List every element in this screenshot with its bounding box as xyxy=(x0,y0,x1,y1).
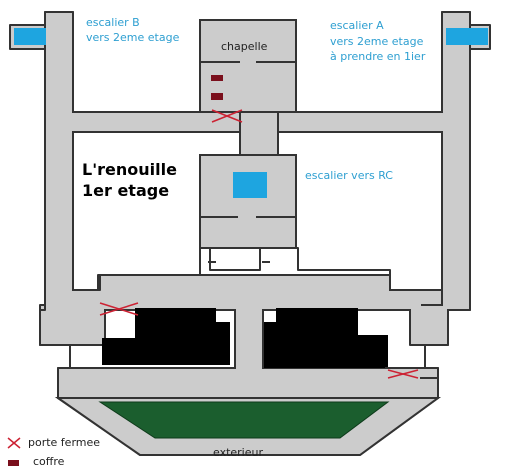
label-chapel: chapelle xyxy=(221,40,268,53)
blocked-right xyxy=(264,308,388,368)
staircase-icon xyxy=(446,28,488,45)
legend-chest: coffre xyxy=(33,455,65,468)
exterior-hall xyxy=(54,397,442,456)
exterior-area xyxy=(98,401,390,439)
label-stair-b-line1: escalier B xyxy=(86,16,140,29)
closed-door-icon xyxy=(211,109,243,123)
closed-door-icon xyxy=(7,437,21,449)
staircase-icon xyxy=(233,172,267,198)
label-stair-rc: escalier vers RC xyxy=(305,169,393,182)
label-stair-a-line3: à prendre en 1ier xyxy=(330,50,426,63)
chest-icon xyxy=(211,75,223,81)
map-title-line1: L'renouille xyxy=(82,160,177,179)
corridor-merge xyxy=(41,13,469,397)
map-title-line2: 1er etage xyxy=(82,181,170,200)
wall-ticks xyxy=(93,261,438,379)
chest-icon xyxy=(8,460,19,466)
chest-icon xyxy=(211,93,223,100)
chapel-room xyxy=(199,19,297,113)
blocked-areas xyxy=(102,308,388,368)
label-exterior: exterieur xyxy=(213,446,264,459)
stairs-rc-room xyxy=(199,154,297,249)
staircase-icon xyxy=(14,28,46,45)
label-stair-a-line1: escalier A xyxy=(330,19,384,32)
blocked-left xyxy=(102,308,230,365)
closed-door-icon xyxy=(387,369,419,379)
legend-closed-door: porte fermee xyxy=(28,436,101,449)
label-stair-b-line2: vers 2eme etage xyxy=(86,31,180,44)
label-stair-a-line2: vers 2eme etage xyxy=(330,35,424,48)
closed-door-icon xyxy=(99,302,139,316)
